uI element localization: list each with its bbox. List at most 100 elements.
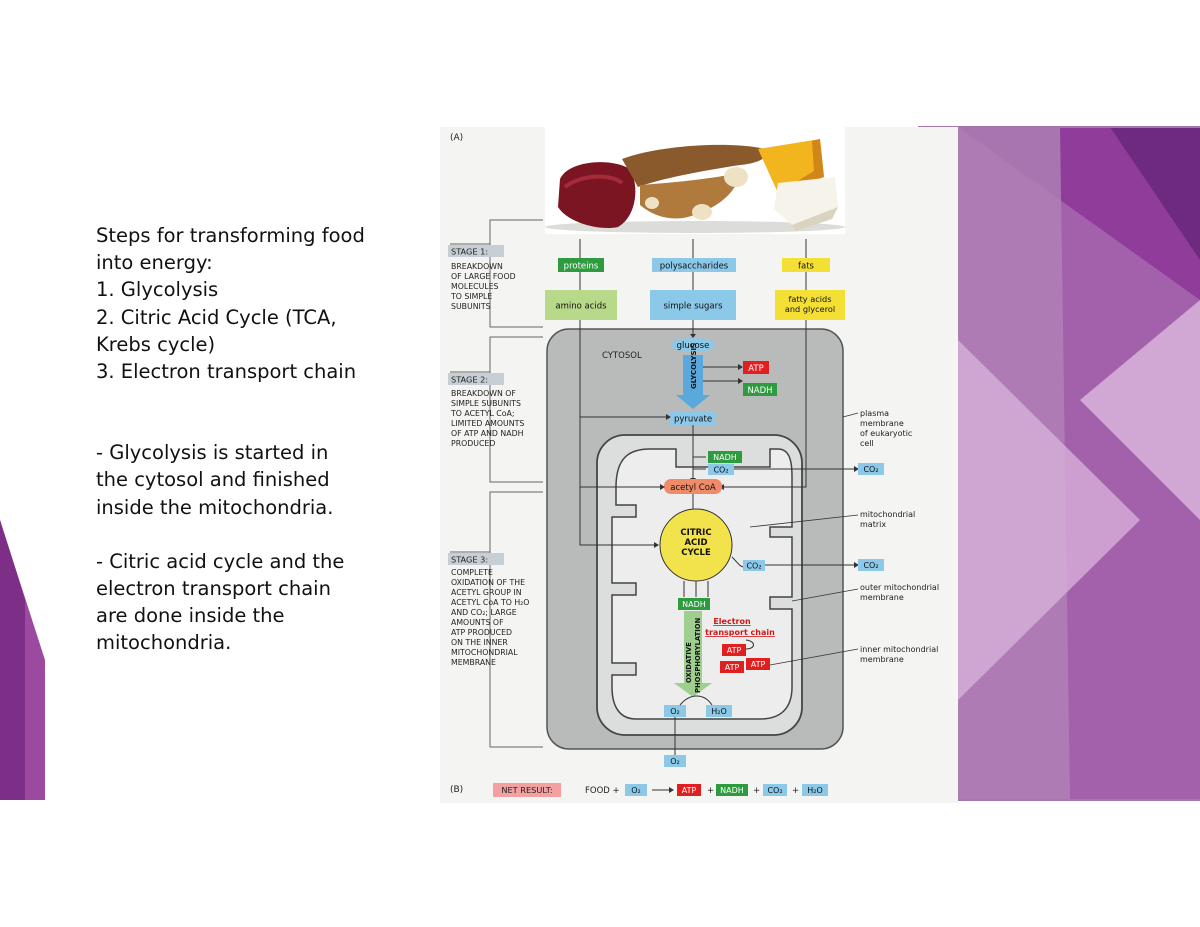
stage-3-tag	[448, 553, 504, 565]
panel-b-label: (B)	[450, 785, 463, 795]
stage-2-desc: OF ATP AND NADH	[451, 429, 524, 438]
h2o-mito-box	[706, 705, 732, 717]
food-to-energy-figure: (A)	[440, 127, 958, 803]
net-food-label: FOOD +	[585, 786, 620, 796]
net-nadh-label: NADH	[720, 786, 744, 795]
co2-box-out-1	[858, 463, 884, 475]
co2-label-1: CO₂	[713, 466, 728, 475]
glucose-box	[671, 338, 715, 352]
stage-1-desc: SUBUNITS	[451, 302, 491, 311]
atp-etc-label-1: ATP	[727, 646, 742, 655]
steps-line: 1. Glycolysis	[96, 278, 219, 302]
stage-3-desc: AMOUNTS OF	[451, 618, 504, 627]
plasma-membrane-label: membrane	[860, 419, 904, 428]
inner-membrane-label: membrane	[860, 655, 904, 664]
stage-3-desc: ACETYL GROUP IN	[451, 588, 522, 597]
net-co2-label: CO₂	[767, 786, 782, 795]
etc-label-2: transport chain	[705, 628, 775, 637]
fats-box	[782, 258, 830, 272]
fats-label: fats	[798, 262, 815, 272]
stage-3-desc: MEMBRANE	[451, 658, 496, 667]
oxidative-phosphorylation-arrow	[674, 611, 712, 697]
steps-line: Krebs cycle)	[96, 332, 216, 356]
steps-line: 2. Citric Acid Cycle (TCA,	[96, 305, 337, 329]
net-result-label: NET RESULT:	[501, 785, 552, 795]
amino-acids-box	[545, 290, 617, 320]
net-plus: +	[707, 786, 714, 796]
net-h2o-box	[802, 784, 828, 796]
citric-cycle-label: CYCLE	[681, 548, 711, 558]
net-plus: +	[792, 786, 799, 796]
stage-1-desc: BREAKDOWN	[451, 262, 503, 271]
stage-3-desc: ON THE INNER	[451, 638, 508, 647]
atp-etc-box-1	[722, 644, 746, 656]
stage-2-title: STAGE 2:	[451, 375, 488, 385]
o2-label: O₂	[670, 757, 680, 766]
fatty-acids-label: fatty acids	[788, 294, 831, 304]
co2-label-2: CO₂	[746, 562, 761, 571]
citric-cycle-label: ACID	[684, 538, 707, 548]
note-line: inside the mitochondria.	[96, 495, 334, 519]
net-co2-box	[763, 784, 787, 796]
inner-membrane-label: inner mitochondrial	[860, 645, 938, 654]
stage-2-desc: TO ACETYL CoA;	[450, 409, 514, 418]
pyruvate-label: pyruvate	[674, 415, 712, 425]
fatty-acids-box	[775, 290, 845, 320]
o2-box	[664, 755, 686, 767]
stage-3-desc: ATP PRODUCED	[451, 628, 512, 637]
citric-cycle-label: CITRIC	[680, 528, 711, 538]
cytosol-label: CYTOSOL	[602, 351, 642, 361]
net-h2o-label: H₂O	[807, 786, 823, 795]
nadh-etc-box	[678, 598, 710, 610]
steps-line: Steps for transforming food	[96, 224, 365, 247]
nadh-box	[743, 383, 777, 396]
etc-label-1: Electron	[713, 617, 751, 626]
stage-brackets	[450, 219, 543, 748]
oxphos-label-2: PHOSPHORYLATION	[694, 617, 702, 693]
polysaccharides-box	[652, 258, 736, 272]
stage-3-title: STAGE 3:	[451, 555, 488, 565]
stage-1-tag	[448, 245, 504, 257]
steps-line: into energy:	[96, 251, 213, 275]
stage-1-desc: OF LARGE FOOD	[451, 272, 516, 281]
net-result-tag	[493, 783, 561, 797]
outer-membrane-label: membrane	[860, 593, 904, 602]
amino-acids-label: amino acids	[555, 302, 607, 312]
note-line: electron transport chain	[96, 577, 331, 601]
polysaccharides-label: polysaccharides	[660, 262, 729, 272]
stage-3-desc: COMPLETE	[451, 568, 493, 577]
note-line: mitochondria.	[96, 631, 232, 655]
co2-out-label-1: CO₂	[863, 465, 878, 474]
nadh-label: NADH	[747, 386, 772, 396]
note-line: - Citric acid cycle and the	[96, 549, 345, 573]
steps-line: 3. Electron transport chain	[96, 360, 357, 384]
food-photo	[545, 127, 845, 234]
atp-etc-box-3	[746, 658, 770, 670]
steps-text-block: Steps for transforming food into energy:…	[96, 222, 396, 657]
atp-etc-box-2	[720, 661, 744, 673]
stage-3-desc: AND CO₂; LARGE	[451, 608, 517, 617]
co2-out-label-2: CO₂	[863, 561, 878, 570]
mitochondrial-matrix-label: mitochondrial	[860, 510, 915, 519]
glucose-label: glucose	[677, 341, 710, 351]
net-o2-label: O₂	[631, 786, 641, 795]
stage-1-title: STAGE 1:	[451, 247, 488, 257]
nadh-etc-label: NADH	[682, 600, 706, 609]
net-plus: +	[753, 786, 760, 796]
right-light-triangle	[958, 340, 1140, 700]
bread-image	[622, 144, 767, 187]
plasma-membrane-label: plasma	[860, 409, 889, 418]
proteins-box	[558, 258, 604, 272]
stage-1-desc: MOLECULES	[451, 282, 499, 291]
proteins-label: proteins	[564, 262, 599, 272]
simple-sugars-label: simple sugars	[663, 302, 723, 312]
stage-2-desc: BREAKDOWN OF	[451, 389, 516, 398]
atp-label: ATP	[748, 364, 763, 374]
note-line: the cytosol and finished	[96, 468, 330, 492]
acetyl-coa-box	[664, 479, 722, 494]
o2-mito-label: O₂	[670, 707, 680, 716]
net-atp-box	[677, 784, 701, 796]
stage-3-desc: MITOCHONDRIAL	[451, 648, 518, 657]
nadh-mito-box	[708, 451, 742, 463]
